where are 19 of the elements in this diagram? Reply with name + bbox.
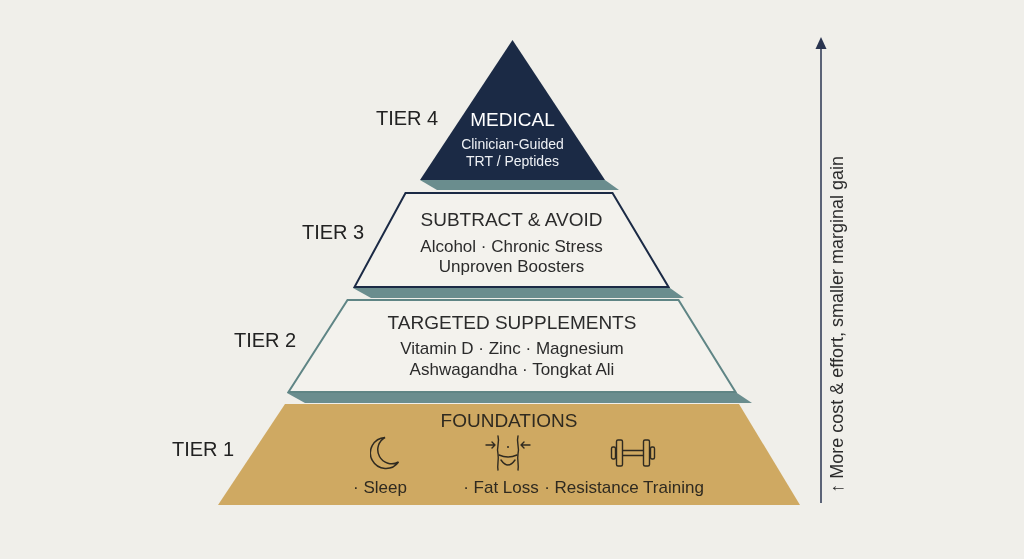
- tier-item: · Resistance Training: [543, 477, 705, 498]
- tier-heading: SUBTRACT & AVOID: [420, 209, 603, 231]
- tier-heading: TARGETED SUPPLEMENTS: [387, 312, 637, 334]
- tier-item: · Sleep: [352, 477, 408, 498]
- tier-item: · Fat Loss: [462, 477, 540, 498]
- tier-label: TIER 2: [234, 328, 297, 352]
- pyramid-tier: [287, 299, 737, 393]
- tier-heading: MEDICAL: [469, 109, 556, 131]
- tier-label: TIER 1: [172, 437, 235, 461]
- pyramid-tier: [353, 192, 670, 288]
- pyramid-tier: [420, 40, 605, 180]
- tier-label: TIER 3: [302, 220, 365, 244]
- tier-label: TIER 4: [376, 106, 439, 130]
- tier-items: Alcohol · Chronic Stress Unproven Boosters: [419, 237, 604, 277]
- tier-items: Clinician-Guided TRT / Peptides: [460, 136, 565, 170]
- tier-items: Vitamin D · Zinc · Magnesium Ashwagandha · Tongkat Ali: [399, 338, 625, 380]
- tier-heading: FOUNDATIONS: [440, 410, 578, 432]
- direction-note: ↑ More cost & effort, smaller marginal gain: [826, 156, 848, 493]
- pyramid-tier: [218, 404, 800, 505]
